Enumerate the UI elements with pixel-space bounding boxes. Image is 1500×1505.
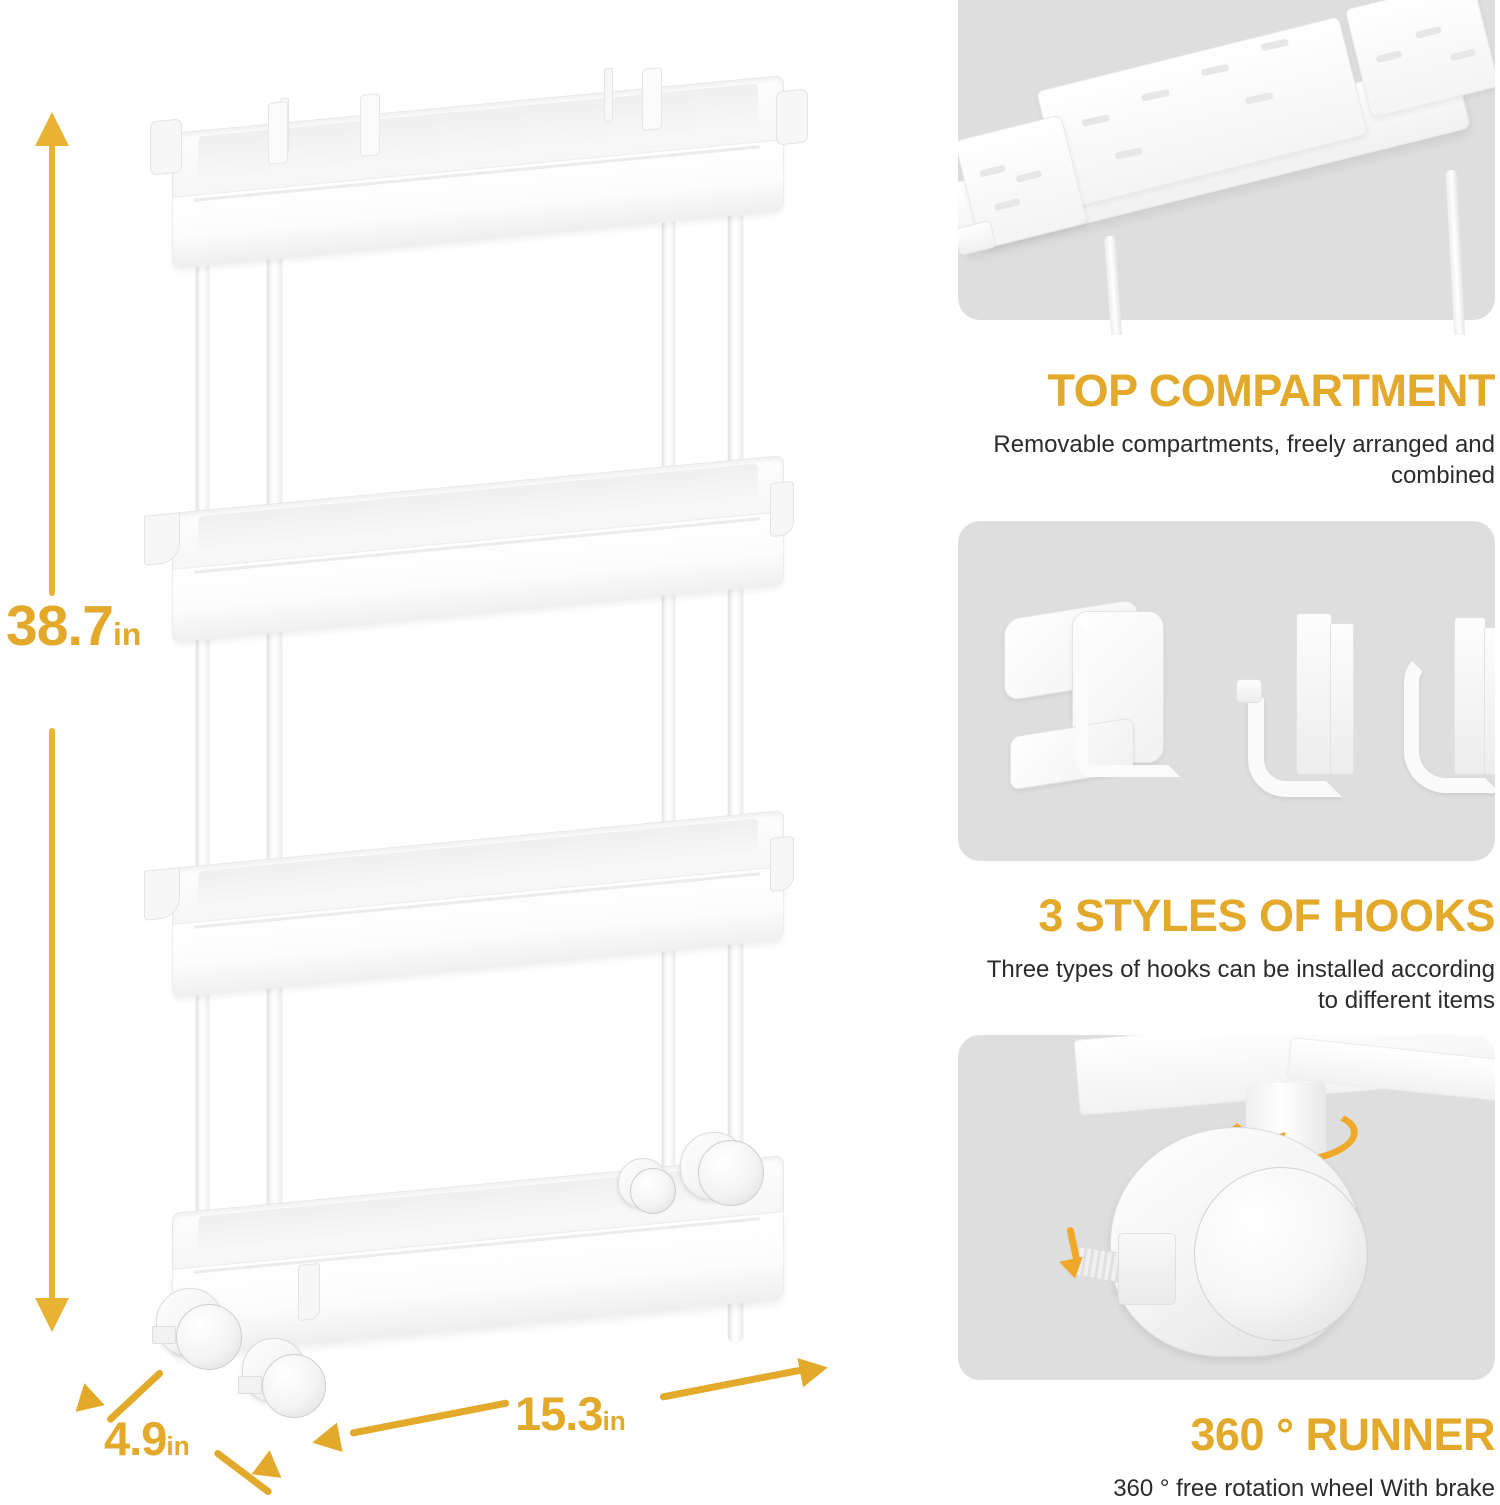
feature-top-compartment: TOP COMPARTMENT Removable compartments, … [958,0,1496,491]
tier-4-hook-left [298,1262,320,1322]
hook-curved [1398,617,1495,797]
tier-1-hook-left [150,118,182,176]
depth-unit: in [166,1431,190,1461]
caster-rear-left [152,1288,242,1380]
height-dimension-label: 38.7in [6,598,141,655]
tier-2-hook-right [770,480,794,538]
cart-tier-1 [150,67,808,269]
feature-top-compartment-desc: Removable compartments, freely arranged … [993,431,1495,489]
caster-front-left [238,1338,328,1430]
cart-tier-3 [144,810,794,998]
hero-product-view: 38.7in 4.9in 15.3in [6,67,831,1497]
caster-front-right [680,1132,766,1224]
top-compartment-photo [958,0,1495,335]
runner-photo [958,1035,1495,1380]
brake-arrow-head-icon [1059,1256,1087,1282]
feature-top-compartment-title: TOP COMPARTMENT [1047,365,1495,416]
hook-clip [994,598,1204,809]
cart-tier-2 [144,455,794,643]
feature-runner-desc: 360 ° free rotation wheel With brake [1113,1475,1495,1502]
tier-3-hook-right [770,835,794,893]
cart-post-front-right [728,162,743,1342]
cart-post-rear-left [196,186,209,1346]
caster-wheel [1194,1167,1368,1341]
feature-hooks-desc: Three types of hooks can be installed ac… [986,956,1495,1014]
height-value: 38.7 [6,594,114,658]
depth-dimension-label: 4.9in [104,1415,190,1462]
width-dimension-label: 15.3in [515,1390,626,1437]
width-value: 15.3 [515,1387,603,1440]
feature-runner: 360 ° RUNNER 360 ° free rotation wheel W… [958,1035,1496,1505]
storage-cart-illustration [144,67,830,1418]
hook-j [1230,613,1360,797]
caster-rear-right [618,1158,688,1228]
width-unit: in [602,1406,626,1436]
feature-runner-title: 360 ° RUNNER [1190,1409,1495,1460]
cart-post-rear-right [662,126,675,1284]
tier-1-hook-right [776,88,808,146]
feature-hooks: 3 STYLES OF HOOKS Three types of hooks c… [958,521,1496,1016]
feature-hooks-title: 3 STYLES OF HOOKS [1038,890,1495,941]
height-unit: in [112,616,142,652]
depth-value: 4.9 [104,1412,167,1465]
hooks-photo [958,521,1495,861]
